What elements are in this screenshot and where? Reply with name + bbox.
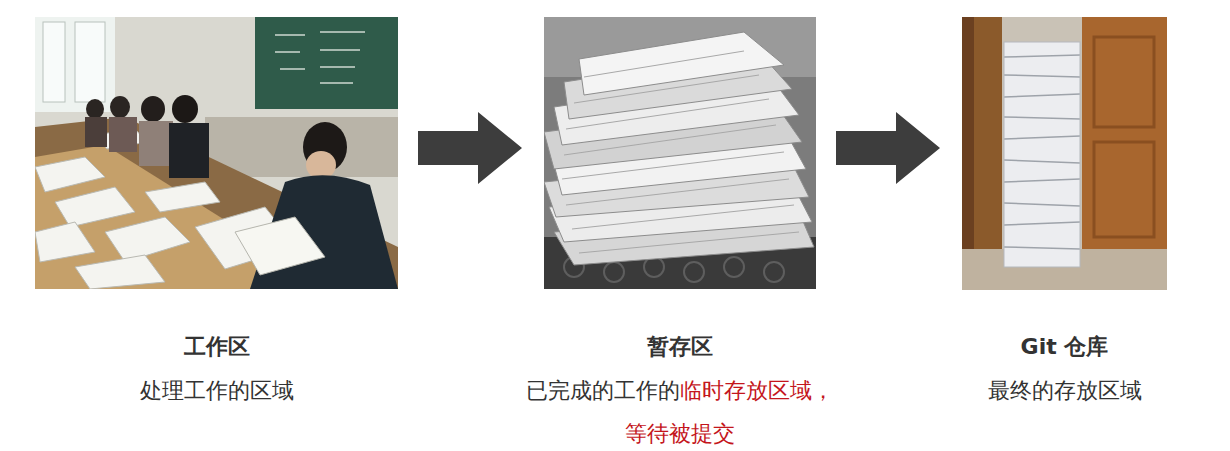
stage-column: 工作区处理工作的区域 [35, 17, 398, 437]
stage-column: 暂存区已完成的工作的临时存放区域， 等待被提交 [544, 17, 816, 437]
classroom-photo [35, 17, 398, 289]
flow-arrow [418, 112, 522, 184]
text-group: 暂存区已完成的工作的临时存放区域， 等待被提交 [520, 333, 840, 451]
text-group: 工作区处理工作的区域 [57, 333, 377, 412]
paper-stack-photo [962, 17, 1167, 290]
stage-description: 已完成的工作的临时存放区域， 等待被提交 [520, 369, 840, 451]
stage-description: 处理工作的区域 [57, 369, 377, 412]
stage-column: Git 仓库最终的存放区域 [962, 17, 1167, 437]
stage-title: 暂存区 [520, 333, 840, 361]
newspaper-pile-photo [544, 17, 816, 289]
flow-arrow [836, 112, 940, 184]
stage-title: Git 仓库 [905, 333, 1225, 361]
stage-description: 最终的存放区域 [905, 369, 1225, 412]
text-group: Git 仓库最终的存放区域 [905, 333, 1225, 412]
stage-title: 工作区 [57, 333, 377, 361]
